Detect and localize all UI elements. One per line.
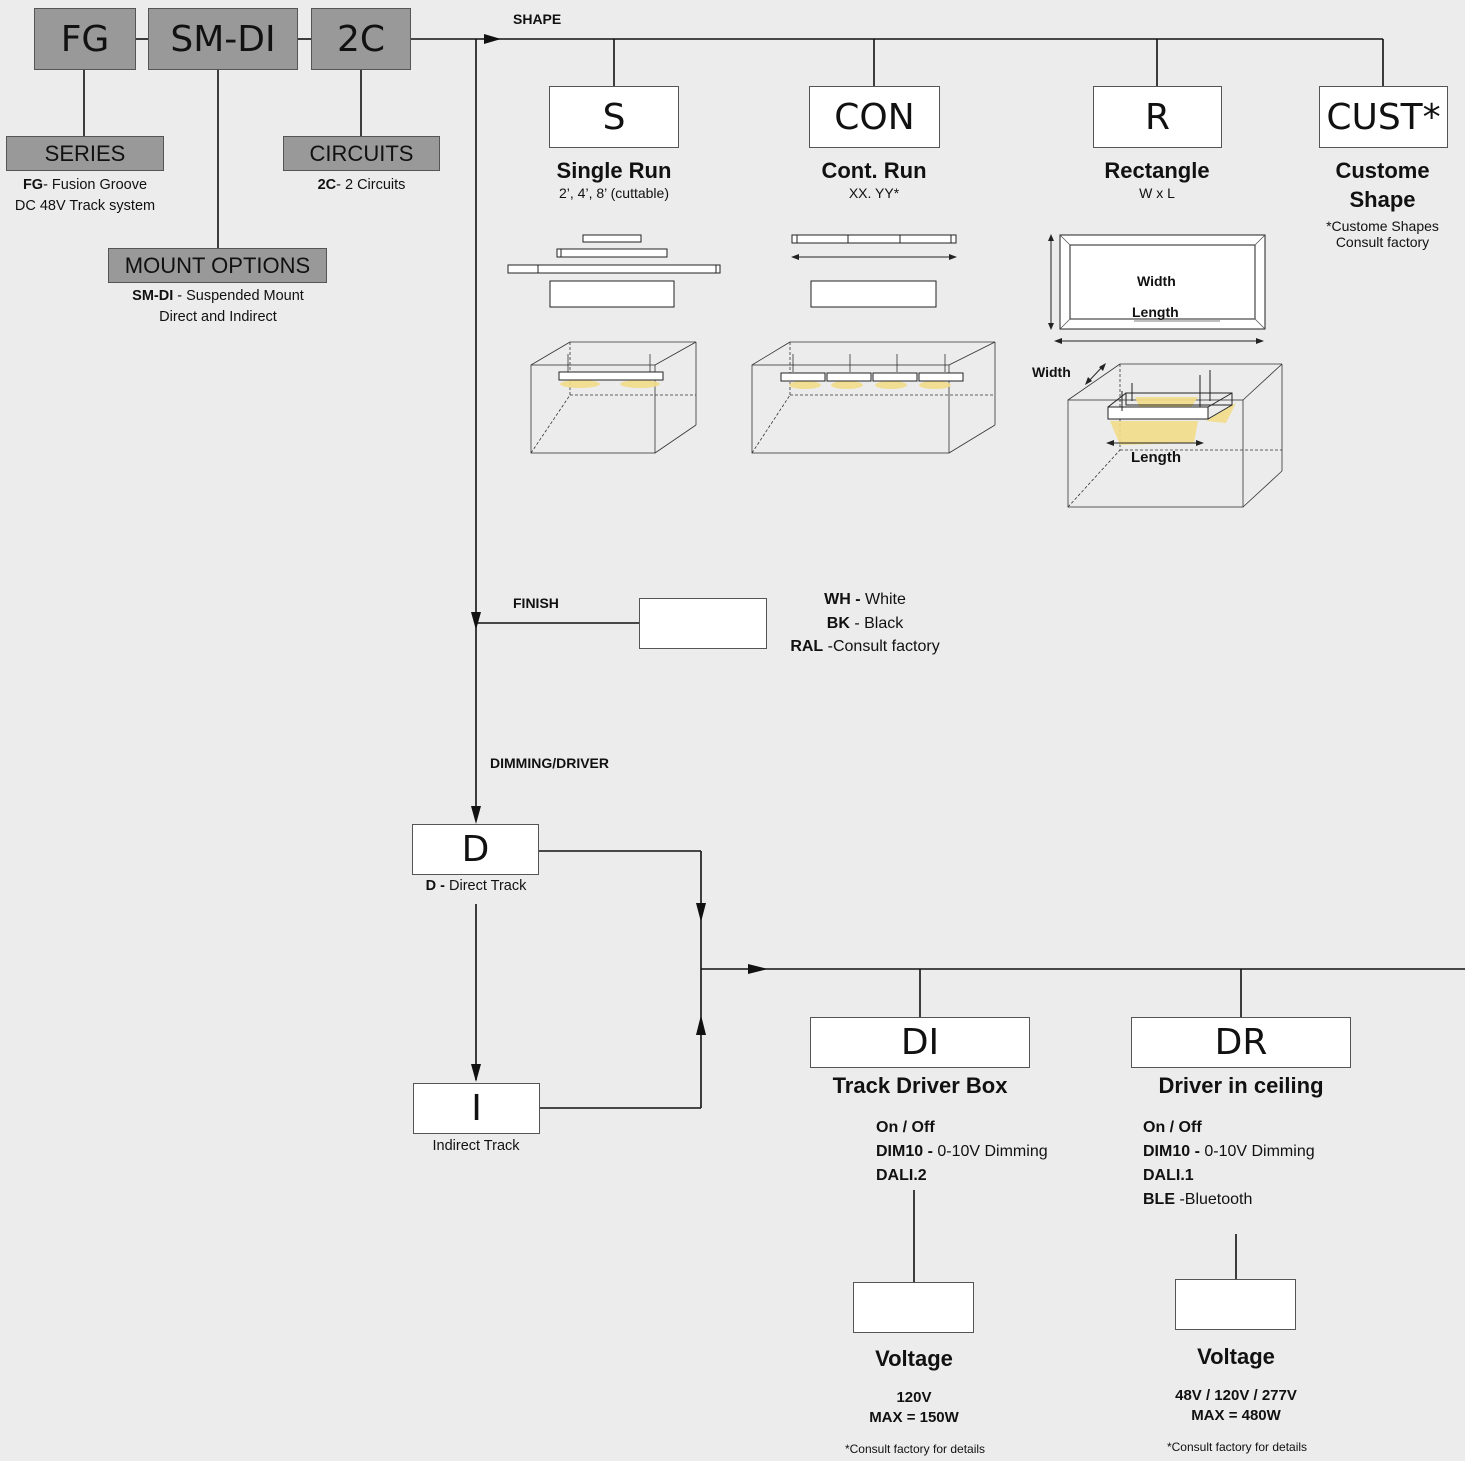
direct-track-label: D - Direct Track — [425, 878, 527, 894]
mount-description: SM-DI - Suspended Mount Direct and Indir… — [88, 286, 348, 328]
driver-di-note: *Consult factory for details — [844, 1442, 986, 1456]
driver-di-voltage-box — [853, 1282, 974, 1333]
shape-con-sub: XX. YY* — [848, 185, 900, 201]
circuits-code-box: 2C — [311, 8, 411, 70]
dimming-section-label: DIMMING/DRIVER — [490, 755, 609, 771]
shape-s-label: Single Run 2’, 4’, 8’ (cuttable) — [500, 156, 728, 201]
series-code: FG — [22, 177, 44, 193]
finish-option-ral: RAL -Consult factory — [790, 638, 940, 655]
shape-s-title: Single Run — [556, 158, 672, 183]
shape-r-sub: W x L — [1139, 185, 1175, 201]
shape-section-label: SHAPE — [513, 11, 562, 27]
direct-track-box: D — [412, 824, 539, 875]
driver-di-options: On / Off DIM10 - 0-10V Dimming DALI.2 — [876, 1119, 1048, 1184]
finish-options: WH - White BK - Black RAL -Consult facto… — [760, 588, 970, 659]
finish-code-box — [639, 598, 767, 649]
rect-3d-width-label: Width — [1032, 364, 1071, 380]
shape-s-sub: 2’, 4’, 8’ (cuttable) — [559, 185, 669, 201]
mount-options-heading: MOUNT OPTIONS — [108, 248, 327, 283]
mount-desc-line1: - Suspended Mount — [173, 288, 304, 304]
series-heading: SERIES — [6, 136, 164, 171]
shape-s-box: S — [549, 86, 679, 148]
indirect-track-box: I — [413, 1083, 540, 1134]
driver-di-title: Track Driver Box — [832, 1073, 1008, 1098]
shape-con-title: Cont. Run — [821, 158, 927, 183]
mount-code: SM-DI — [132, 288, 174, 304]
shape-cust-box: CUST* — [1319, 86, 1448, 148]
driver-dr-voltage-title: Voltage — [1197, 1344, 1275, 1369]
driver-di-box: DI — [810, 1017, 1030, 1068]
circuits-code: 2C — [317, 177, 337, 193]
shape-cust-sub1: *Custome Shapes — [1326, 218, 1439, 234]
indirect-track-label: Indirect Track — [432, 1138, 520, 1154]
shape-cust-label: Custome Shape *Custome Shapes Consult fa… — [1300, 156, 1465, 250]
shape-cust-sub2: Consult factory — [1335, 234, 1430, 250]
driver-dr-note: *Consult factory for details — [1166, 1440, 1308, 1454]
circuits-heading: CIRCUITS — [283, 136, 440, 171]
cont-run-illustration — [751, 234, 996, 454]
shape-cust-title: Custome Shape — [1335, 158, 1430, 212]
series-desc-line1: - Fusion Groove — [43, 177, 148, 193]
driver-di-voltage-title: Voltage — [875, 1346, 953, 1371]
shape-r-box: R — [1093, 86, 1222, 148]
rect-length-label: Length — [1132, 304, 1179, 320]
driver-dr-box: DR — [1131, 1017, 1351, 1068]
series-code-box: FG — [34, 8, 136, 70]
shape-con-label: Cont. Run XX. YY* — [760, 156, 988, 201]
series-description: FG- Fusion Groove DC 48V Track system — [0, 175, 170, 217]
rect-width-label: Width — [1137, 273, 1176, 289]
driver-dr-options: On / Off DIM10 - 0-10V Dimming DALI.1 BL… — [1143, 1119, 1315, 1208]
driver-dr-voltage-box — [1175, 1279, 1296, 1330]
driver-dr-title: Driver in ceiling — [1158, 1073, 1324, 1098]
shape-r-label: Rectangle W x L — [1043, 156, 1271, 201]
shape-r-title: Rectangle — [1104, 158, 1210, 183]
circuits-desc: - 2 Circuits — [336, 177, 406, 193]
finish-section-label: FINISH — [513, 595, 559, 611]
rectangle-illustration — [1048, 234, 1283, 508]
mount-desc-line2: Direct and Indirect — [159, 309, 277, 325]
single-run-illustration — [507, 234, 721, 454]
mount-code-box: SM-DI — [148, 8, 298, 70]
finish-option-white: WH - White — [824, 591, 906, 608]
circuits-description: 2C- 2 Circuits — [283, 175, 440, 196]
shape-con-box: CON — [809, 86, 940, 148]
driver-dr-voltage-values: 48V / 120V / 277V MAX = 480W — [1175, 1387, 1297, 1424]
driver-di-voltage-values: 120V MAX = 150W — [869, 1389, 959, 1426]
finish-option-black: BK - Black — [826, 614, 904, 632]
rect-3d-length-label: Length — [1131, 449, 1181, 466]
series-desc-line2: DC 48V Track system — [14, 198, 156, 214]
